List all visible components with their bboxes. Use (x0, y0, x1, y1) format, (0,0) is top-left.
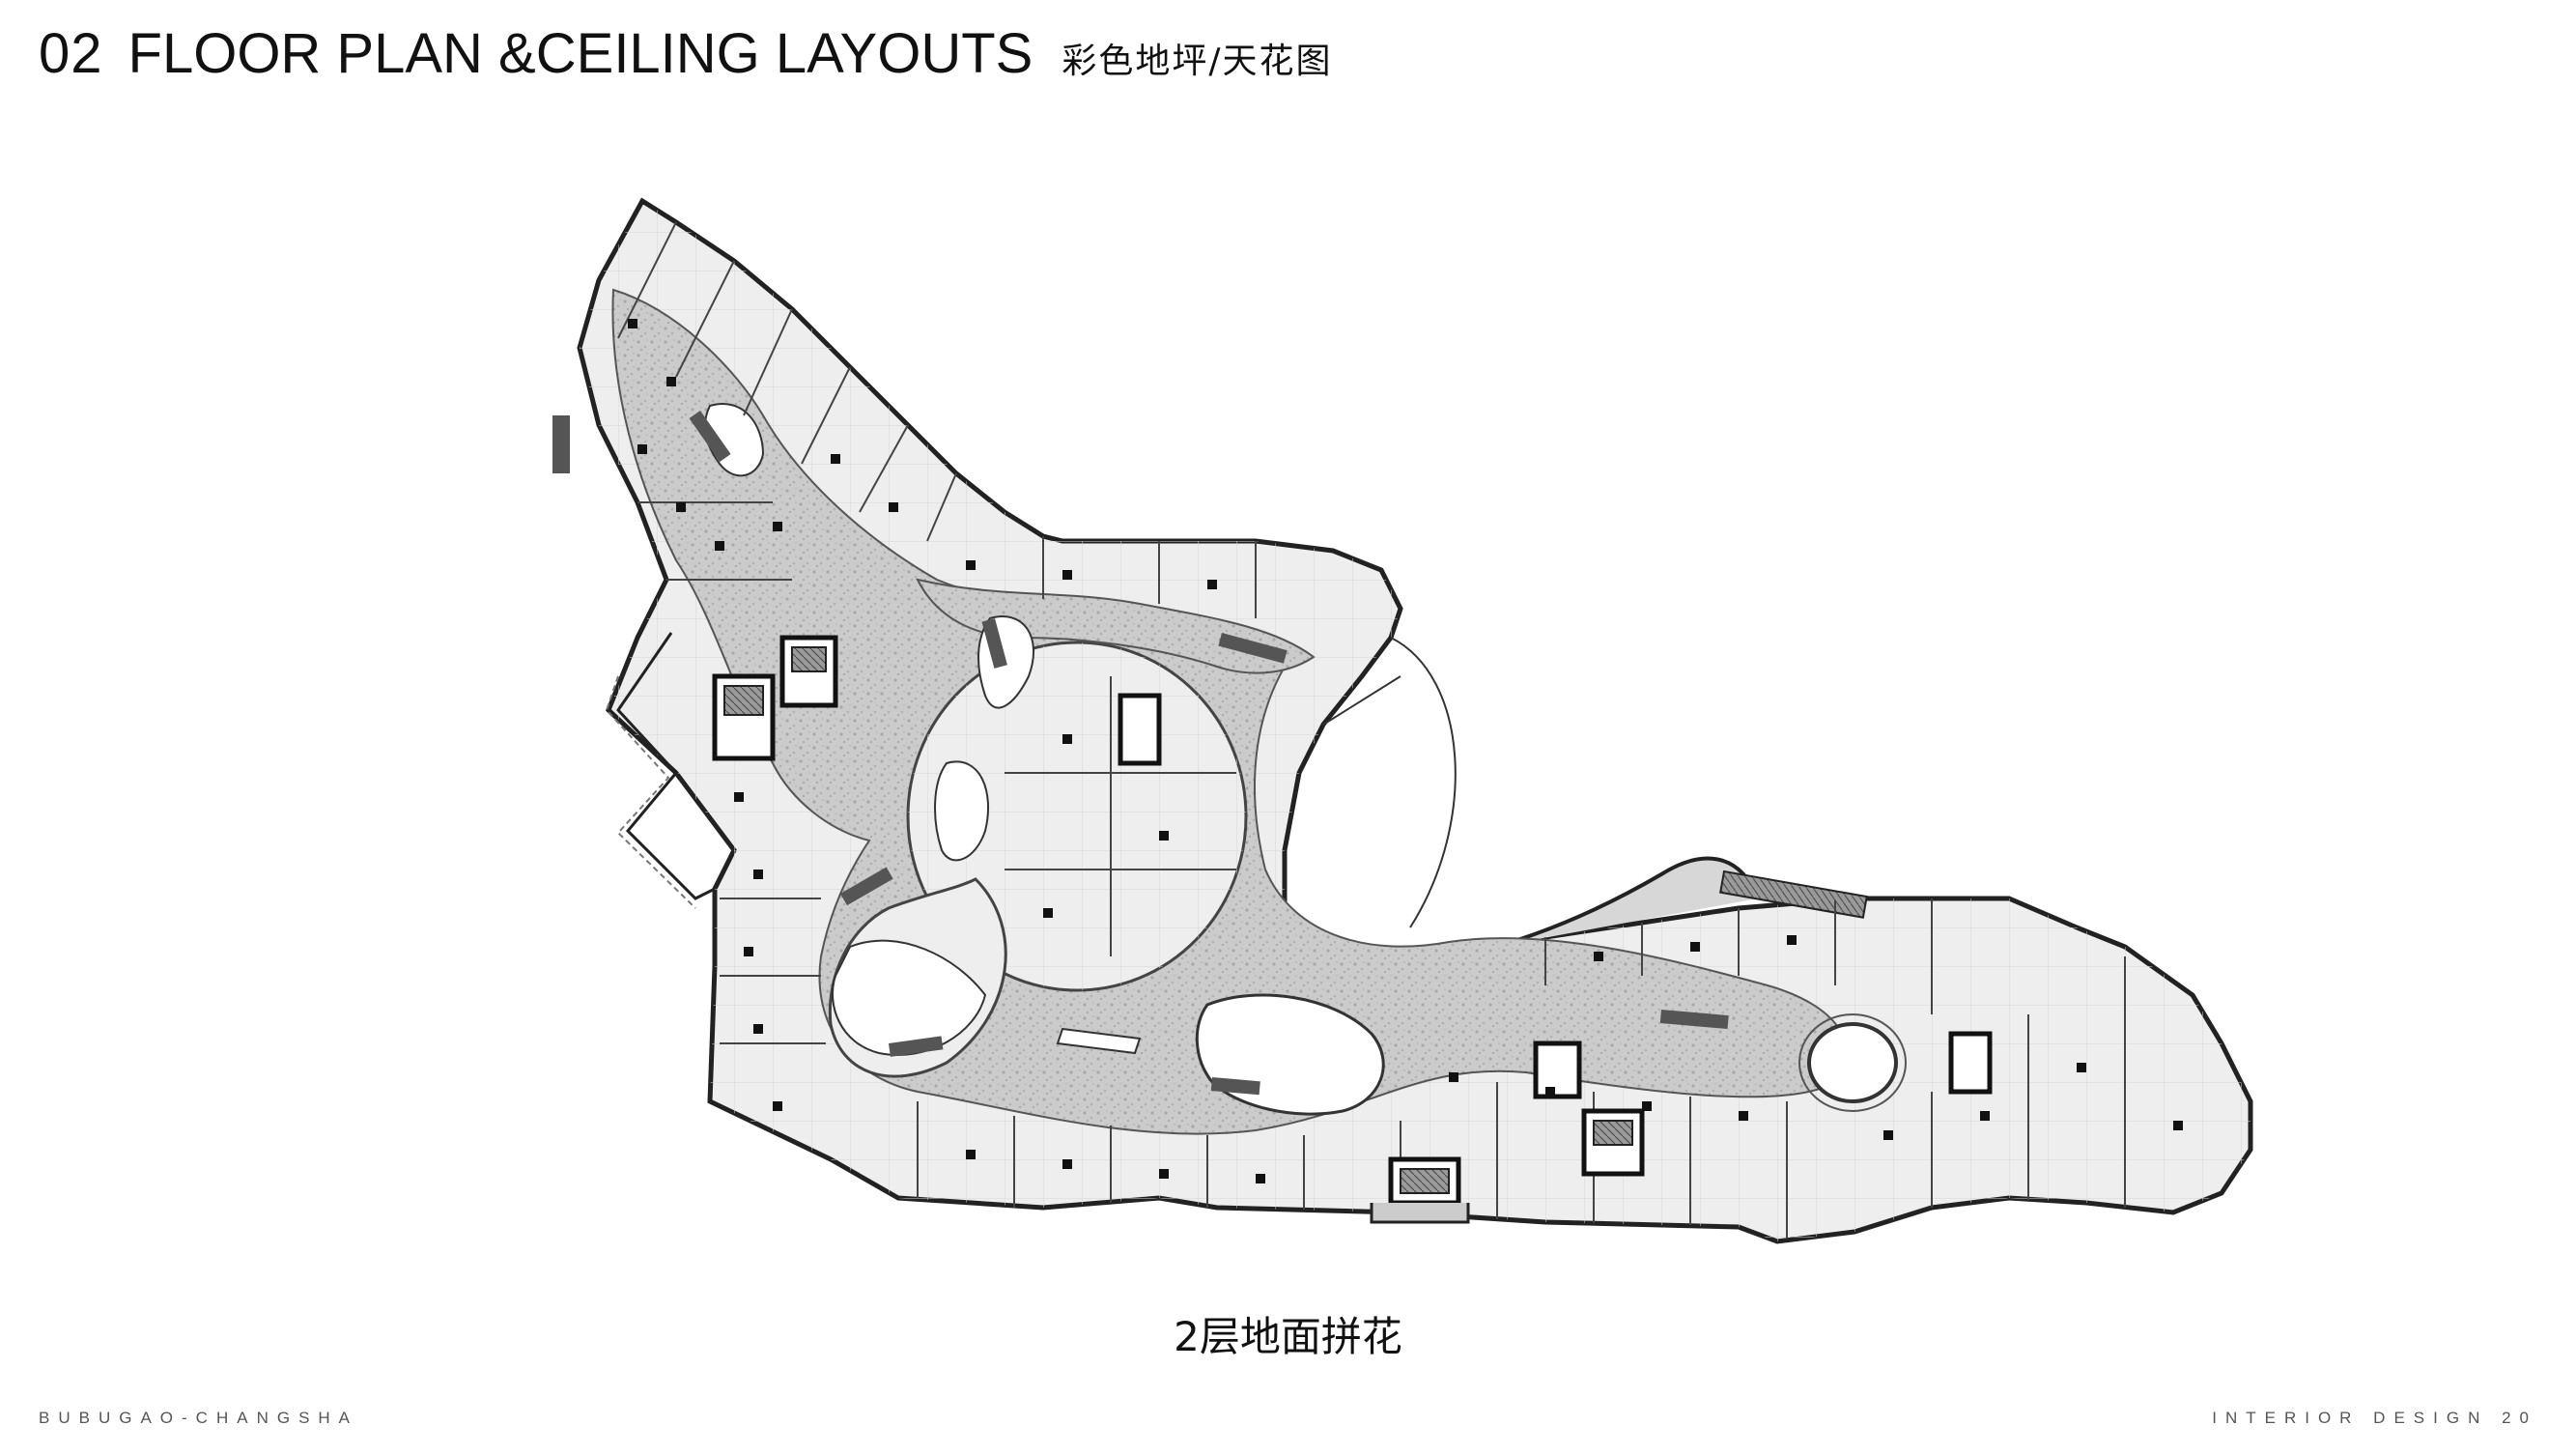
void-left (934, 760, 990, 862)
zigzag-facade (616, 632, 716, 900)
structural-columns (628, 319, 2183, 1183)
void-lower-left (832, 939, 987, 1056)
escalators (552, 411, 1729, 1096)
page-header: 02 FLOOR PLAN &CEILING LAYOUTS 彩色地坪/天花图 (39, 21, 1333, 86)
bridge-ramp (1719, 870, 1868, 919)
footer-project-name: BUBUGAO-CHANGSHA (39, 1409, 359, 1427)
footer-page-label: INTERIOR DESIGN 20 (2212, 1409, 2537, 1427)
section-number: 02 (39, 22, 103, 85)
page-subtitle: 彩色地坪/天花图 (1062, 42, 1333, 81)
atrium-arc-line (1390, 637, 1457, 928)
plan-caption: 2层地面拼花 (1174, 1313, 1402, 1360)
page-title: FLOOR PLAN &CEILING LAYOUTS (127, 22, 1033, 85)
round-atrium (1807, 1022, 1898, 1103)
entrance-protrusion (1370, 1203, 1470, 1224)
void-small (1056, 1027, 1142, 1055)
